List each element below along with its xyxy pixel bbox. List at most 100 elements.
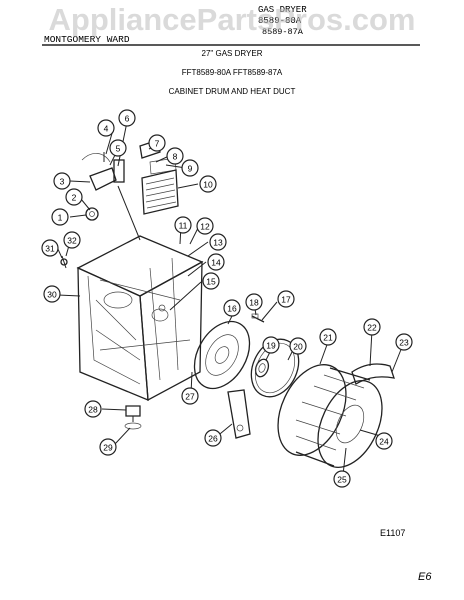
callout-26: 26: [204, 429, 222, 447]
part-1-drawing: [85, 207, 99, 221]
callout-27: 27: [181, 387, 199, 405]
callout-24: 24: [375, 432, 393, 450]
title-line-3: CABINET DRUM AND HEAT DUCT: [169, 87, 296, 96]
callout-number: 28: [88, 405, 98, 415]
callout-bubble: [41, 239, 59, 257]
callout-3: 3: [53, 172, 71, 190]
callout-number: 9: [188, 164, 193, 174]
callout-number: 11: [179, 221, 188, 231]
callout-bubble: [196, 217, 214, 235]
title-line-2: FFT8589-80A FFT8589-87A: [182, 68, 283, 77]
callout-bubble: [375, 432, 393, 450]
callout-bubble: [223, 299, 241, 317]
callout-21: 21: [319, 328, 337, 346]
callout-number: 12: [200, 222, 210, 232]
callout-bubble: [53, 172, 71, 190]
part-26-drawing: [227, 389, 251, 439]
callout-bubble: [84, 400, 102, 418]
callout-number: 24: [379, 437, 389, 447]
callout-bubble: [97, 119, 115, 137]
header-model-1: 8589-80A: [258, 16, 302, 26]
callout-number: 23: [399, 338, 409, 348]
callout-bubble: [199, 175, 217, 193]
callout-9: 9: [181, 159, 199, 177]
callout-32: 32: [63, 231, 81, 249]
leveling-leg-drawing: [125, 405, 141, 417]
callout-number: 32: [67, 236, 77, 246]
callout-bubble: [166, 147, 184, 165]
callout-31: 31: [41, 239, 59, 257]
parts-artwork: [56, 121, 403, 476]
callout-15: 15: [202, 272, 220, 290]
callout-bubble: [363, 318, 381, 336]
callout-number: 18: [249, 298, 259, 308]
callout-29: 29: [99, 438, 117, 456]
callout-bubble: [65, 188, 83, 206]
callout-bubble: [181, 387, 199, 405]
callout-number: 3: [60, 177, 65, 187]
callout-6: 6: [118, 109, 136, 127]
callout-number: 1: [58, 213, 63, 223]
callout-4: 4: [97, 119, 115, 137]
callout-number: 7: [155, 139, 160, 149]
drum-baffle-drawing: [351, 363, 395, 385]
callout-19: 19: [262, 336, 280, 354]
callout-bubble: [262, 336, 280, 354]
callout-2: 2: [65, 188, 83, 206]
callout-bubble: [174, 216, 192, 234]
callout-bubble: [51, 208, 69, 226]
callout-30: 30: [43, 285, 61, 303]
callout-14: 14: [207, 253, 225, 271]
callout-bubble: [289, 337, 307, 355]
callout-bubble: [99, 438, 117, 456]
callout-bubble: [118, 109, 136, 127]
callout-28: 28: [84, 400, 102, 418]
callout-13: 13: [209, 233, 227, 251]
callout-number: 16: [227, 304, 237, 314]
callout-10: 10: [199, 175, 217, 193]
callout-bubble: [204, 429, 222, 447]
callout-bubble: [63, 231, 81, 249]
callout-18: 18: [245, 293, 263, 311]
callout-number: 19: [266, 341, 276, 351]
callout-number: 4: [104, 124, 109, 134]
callout-20: 20: [289, 337, 307, 355]
callout-1: 1: [51, 208, 69, 226]
callout-bubble: [277, 290, 295, 308]
callout-bubble: [319, 328, 337, 346]
screw-17-drawing: [251, 315, 265, 323]
callout-number: 17: [281, 295, 291, 305]
header-brand: MONTGOMERY WARD: [44, 34, 130, 45]
watermark-logo: AppliancePartsPros.com: [49, 2, 416, 37]
callout-number: 5: [116, 144, 121, 154]
header-model-2: 8589-87A: [262, 27, 304, 37]
callout-number: 6: [125, 114, 130, 124]
callout-12: 12: [196, 217, 214, 235]
callout-number: 14: [211, 258, 221, 268]
callout-bubble: [245, 293, 263, 311]
header-type: GAS DRYER: [258, 5, 307, 15]
cabinet-drawing: [76, 235, 204, 402]
callout-bubble: [395, 333, 413, 351]
callout-number: 25: [337, 475, 347, 485]
callout-number: 10: [203, 180, 213, 190]
figure-code: E1107: [380, 528, 405, 538]
callout-number: 8: [173, 152, 178, 162]
heat-duct-grille-drawing: [141, 169, 179, 215]
callout-number: 20: [293, 342, 303, 352]
callout-number: 2: [72, 193, 77, 203]
callout-5: 5: [109, 139, 127, 157]
callout-25: 25: [333, 470, 351, 488]
callout-8: 8: [166, 147, 184, 165]
callout-number: 22: [367, 323, 377, 333]
callout-bubble: [43, 285, 61, 303]
callout-bubble: [181, 159, 199, 177]
callout-bubble: [109, 139, 127, 157]
callout-bubble: [148, 134, 166, 152]
callout-7: 7: [148, 134, 166, 152]
callout-number: 13: [213, 238, 223, 248]
callout-number: 30: [47, 290, 57, 300]
callout-11: 11: [174, 216, 192, 234]
title-line-1: 27" GAS DRYER: [202, 49, 263, 58]
